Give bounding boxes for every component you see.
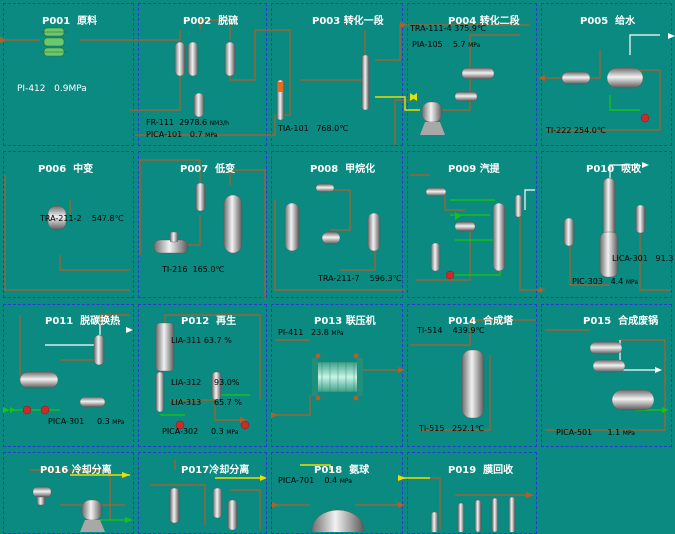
panel-p007[interactable] xyxy=(138,151,267,298)
panel-title-p012[interactable]: P012 再生 xyxy=(181,312,236,327)
panel-p009[interactable] xyxy=(407,151,537,298)
panel-title-p014[interactable]: P014 合成塔 xyxy=(448,312,513,327)
panel-title-p007[interactable]: P007 低变 xyxy=(180,160,235,175)
panel-code: P009 xyxy=(448,164,477,175)
panel-name: 冷却分离 xyxy=(71,465,112,476)
panel-title-p004[interactable]: P004 转化二段 xyxy=(448,12,520,27)
panel-code: P006 xyxy=(38,164,67,175)
panel-title-p010[interactable]: P010 吸收 xyxy=(586,160,641,175)
panel-p006[interactable] xyxy=(3,151,134,298)
reading-pic-303: PIC-303 4.4 MPa xyxy=(572,277,639,286)
feed-preheater xyxy=(40,27,68,57)
reading-pi-412: PI-412 0.9MPa xyxy=(17,84,87,94)
reading-lia-313: LIA-313 65.7 % xyxy=(171,398,242,407)
reading-lica-301: LICA-301 91.3 xyxy=(612,254,674,263)
panel-code: P010 xyxy=(586,164,615,175)
panel-code: P018 xyxy=(314,465,343,476)
panel-p014[interactable] xyxy=(407,304,537,447)
reading-tia-101: TIA-101 768.0℃ xyxy=(278,124,349,133)
panel-p003[interactable] xyxy=(271,3,403,146)
panel-code: P019 xyxy=(448,465,477,476)
panel-title-p013[interactable]: P013 联压机 xyxy=(314,312,376,327)
panel-title-p016[interactable]: P016 冷却分离 xyxy=(40,461,112,476)
panel-name: 合成塔 xyxy=(483,316,514,327)
panel-code: P004 xyxy=(448,16,477,27)
panel-p002[interactable] xyxy=(138,3,267,146)
panel-code: P005 xyxy=(580,16,609,27)
panel-name: 合成废锅 xyxy=(618,316,659,327)
panel-name: 脱硫 xyxy=(218,16,239,27)
panel-title-p008[interactable]: P008 甲烷化 xyxy=(310,160,375,175)
panel-code: P011 xyxy=(45,316,74,327)
reading-lia-311: LIA-311 63.7 % xyxy=(171,336,232,345)
reading-ti-515: TI-515 252.1℃ xyxy=(419,424,484,433)
panel-code: P012 xyxy=(181,316,210,327)
reading-ti-222: TI-222 254.0℃ xyxy=(546,126,606,135)
reading-pica-501: PICA-501 1.1 MPa xyxy=(556,428,635,437)
panel-title-p011[interactable]: P011 脱碳换热 xyxy=(45,312,120,327)
panel-title-p005[interactable]: P005 给水 xyxy=(580,12,635,27)
panel-p013[interactable] xyxy=(271,304,403,447)
reading-tra-111-4: TRA-111-4 375.9℃ xyxy=(410,24,486,33)
reading-pi-411: PI-411 23.8 MPa xyxy=(278,328,344,337)
panel-title-p006[interactable]: P006 中变 xyxy=(38,160,93,175)
panel-name: 再生 xyxy=(216,316,237,327)
reading-pia-105: PIA-105 5.7 MPa xyxy=(412,40,481,49)
panel-name: 脱碳换热 xyxy=(80,316,121,327)
panel-code: P017 xyxy=(181,465,210,476)
panel-p015[interactable] xyxy=(541,304,672,447)
panel-name: 膜回收 xyxy=(483,465,514,476)
reading-pica-301: PICA-301 0.3 MPa xyxy=(48,417,125,426)
reading-ti-216: TI-216 165.0℃ xyxy=(162,265,225,274)
reading-ti-514: TI-514 439.9℃ xyxy=(417,326,485,335)
panel-name: 汽提 xyxy=(479,164,500,175)
reading-pica-302: PICA-302 0.3 MPa xyxy=(162,427,239,436)
reading-fr-111: FR-111 2978.6 NM3/h xyxy=(146,118,229,127)
panel-name: 转化二段 xyxy=(479,16,520,27)
panel-p005[interactable] xyxy=(541,3,672,146)
reading-pica-101: PICA-101 0.7 MPa xyxy=(146,130,218,139)
panel-title-p018[interactable]: P018 氨球 xyxy=(314,461,369,476)
reading-tra-211-2: TRA-211-2 547.8℃ xyxy=(40,214,124,223)
panel-title-p001[interactable]: P001 原料 xyxy=(42,12,97,27)
panel-code: P014 xyxy=(448,316,477,327)
panel-code: P016 xyxy=(40,465,69,476)
panel-title-p002[interactable]: P002 脱硫 xyxy=(183,12,238,27)
panel-name: 给水 xyxy=(615,16,636,27)
panel-code: P013 xyxy=(314,316,343,327)
panel-title-p015[interactable]: P015 合成废锅 xyxy=(583,312,658,327)
syngas-compressor xyxy=(312,353,363,401)
panel-code: P007 xyxy=(180,164,209,175)
panel-name: 转化一段 xyxy=(343,16,384,27)
panel-title-p009[interactable]: P009 汽提 xyxy=(448,160,500,175)
panel-title-p017[interactable]: P017冷却分离 xyxy=(181,461,249,476)
reading-pica-701: PICA-701 0.4 MPa xyxy=(278,476,352,485)
panel-name: 联压机 xyxy=(345,316,376,327)
panel-name: 甲烷化 xyxy=(345,164,376,175)
panel-name: 吸收 xyxy=(621,164,642,175)
panel-code: P002 xyxy=(183,16,212,27)
panel-title-p019[interactable]: P019 膜回收 xyxy=(448,461,513,476)
panel-code: P001 xyxy=(42,16,71,27)
panel-name: 中变 xyxy=(73,164,94,175)
panel-p004[interactable] xyxy=(407,3,537,146)
panel-p001[interactable] xyxy=(3,3,134,146)
panel-name: 低变 xyxy=(215,164,236,175)
panel-title-p003[interactable]: P003 转化一段 xyxy=(312,12,384,27)
panel-p012[interactable] xyxy=(138,304,267,447)
panel-code: P008 xyxy=(310,164,339,175)
reading-lia-312: LIA-312 93.0% xyxy=(171,378,240,387)
panel-name: 冷却分离 xyxy=(209,465,250,476)
panel-name: 氨球 xyxy=(349,465,370,476)
panel-p010[interactable] xyxy=(541,151,672,298)
panel-code: P003 xyxy=(312,16,341,27)
reading-tra-211-7: TRA-211-7 596.3℃ xyxy=(318,274,402,283)
panel-code: P015 xyxy=(583,316,612,327)
panel-p008[interactable] xyxy=(271,151,403,298)
panel-p011[interactable] xyxy=(3,304,134,447)
panel-name: 原料 xyxy=(77,16,98,27)
